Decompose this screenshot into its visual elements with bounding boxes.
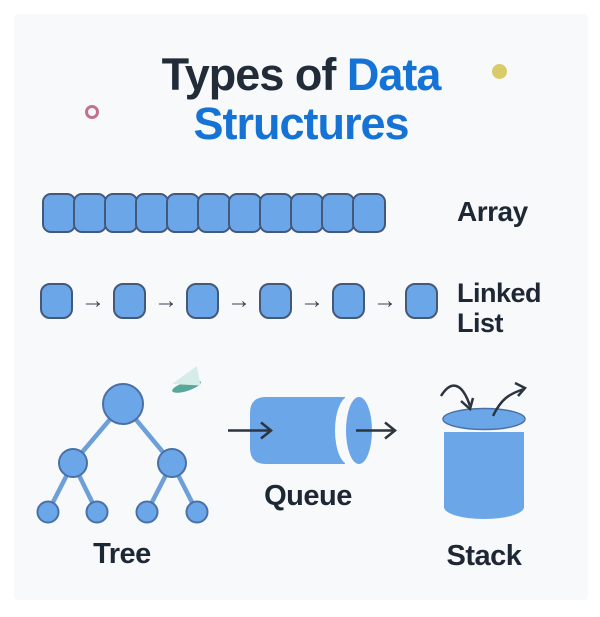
queue-cylinder-body [250,397,345,464]
linked-list-label-line2: List [457,308,504,338]
queue-label: Queue [264,480,352,512]
linked-list-arrow: → [227,287,251,314]
array-label: Array [457,196,528,227]
stack-label: Stack [446,540,522,572]
linked-list-arrow: → [373,287,397,314]
array-cell [73,193,107,233]
stack-diagram [439,381,528,519]
linked-list-node [113,283,146,319]
linked-list-node [332,283,365,319]
array-cell [259,193,293,233]
stack-push-arrow [439,384,475,412]
title-dark-part: Types of [161,49,347,100]
array-cell [321,193,355,233]
array-cell [352,193,386,233]
teal-cone-decoration [172,366,201,393]
linked-list-node [405,283,438,319]
array-cell [290,193,324,233]
queue-dequeue-arrow [356,421,398,440]
tree-diagram [36,383,209,524]
stack-pop-arrow [491,381,528,417]
linked-list-diagram: → → → → → [40,283,438,319]
array-cell [42,193,76,233]
linked-list-arrow: → [81,287,105,314]
linked-list-label-line1: Linked [457,278,542,308]
stack-cylinder-body [444,432,524,519]
linked-list-node [40,283,73,319]
tree-label: Tree [93,538,151,570]
yellow-dot-decoration [492,64,507,79]
array-cell [135,193,169,233]
title-line2: Structures [193,98,409,149]
linked-list-node [186,283,219,319]
linked-list-node [259,283,292,319]
stack-cylinder-lid [442,407,526,431]
title-highlight: Data [346,49,442,100]
array-cell [197,193,231,233]
array-cell [166,193,200,233]
array-cell [228,193,262,233]
linked-list-arrow: → [154,287,178,314]
linked-list-arrow: → [300,287,324,314]
array-cell [104,193,138,233]
tree-nodes [36,383,209,524]
queue-enqueue-arrow [228,421,274,440]
pink-ring-decoration [85,105,99,119]
queue-diagram [228,396,398,465]
array-diagram [42,193,386,233]
